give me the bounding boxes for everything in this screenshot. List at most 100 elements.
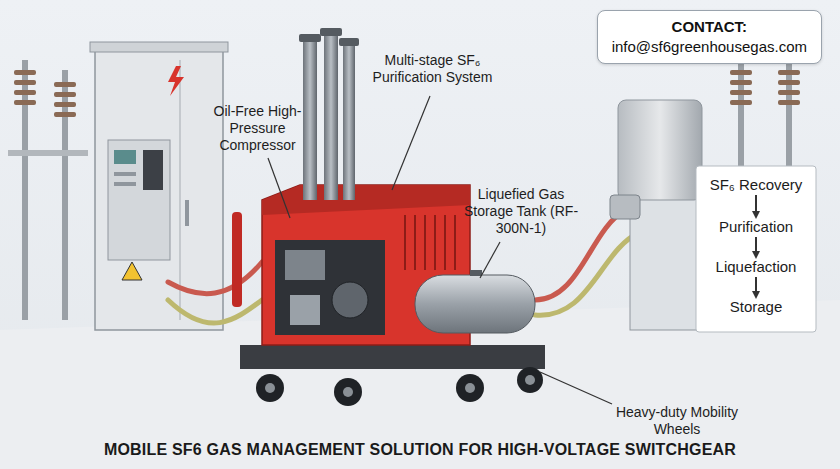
switchgear-part — [738, 60, 744, 170]
mobile-unit-part-part — [424, 215, 426, 270]
callout-label: Multi-stage SF₆ Purification System — [355, 52, 510, 86]
switchgear-part-part — [778, 100, 800, 105]
switchgear-part-part — [778, 70, 800, 75]
process-step: Purification — [696, 218, 816, 236]
mobile-unit-part — [290, 295, 320, 325]
left-insulators-part — [62, 70, 68, 320]
left-insulators-part-part — [54, 112, 76, 117]
hoses-part — [168, 262, 262, 294]
process-step: Liquefaction — [696, 258, 816, 276]
mobile-unit-part-part — [444, 215, 446, 270]
mobile-unit-part — [343, 44, 355, 200]
left-insulators-part-part — [54, 82, 76, 87]
flow-arrow — [755, 195, 757, 217]
node-text: Storage — [696, 298, 816, 316]
left-insulators-part-part — [54, 102, 76, 107]
left-insulators — [8, 60, 88, 320]
node-text: Purification — [696, 218, 816, 236]
left-insulators-part — [14, 70, 76, 117]
mobile-unit-part — [324, 34, 338, 200]
node-text: SF₆ Recovery — [696, 176, 816, 194]
mobile-unit-part-part — [414, 215, 416, 270]
left-insulators-part-part — [14, 80, 36, 85]
leader-lines-part — [268, 158, 290, 218]
mobile-unit-part — [232, 212, 242, 307]
leader-lines-part — [540, 372, 612, 404]
node-text: Liquefaction — [696, 258, 816, 276]
switchgear — [610, 60, 816, 332]
mobile-unit-part — [415, 275, 535, 333]
mobile-unit-part — [320, 28, 342, 36]
left-insulators-part-part — [14, 70, 36, 75]
mobile-unit-part-part — [456, 374, 484, 402]
left-insulators-part — [8, 150, 88, 156]
mobile-unit-part-part — [256, 374, 284, 402]
control-cabinet-part — [180, 60, 181, 320]
switchgear-part-part — [778, 90, 800, 95]
switchgear-part — [610, 195, 640, 219]
callout-label: Oil-Free High-Pressure Compressor — [205, 103, 310, 154]
mobile-unit-part-part — [517, 367, 543, 393]
mobile-unit-part-part — [343, 387, 353, 397]
mobile-unit-part-part — [334, 378, 362, 406]
mobile-unit-part — [262, 185, 470, 215]
switchgear-part-part — [730, 100, 752, 105]
callout-label: Heavy-duty Mobility Wheels — [612, 404, 742, 438]
mobile-unit-part — [256, 367, 543, 406]
contact-box: CONTACT:info@sf6greenhousegas.com — [597, 10, 822, 64]
mobile-unit-part — [240, 345, 545, 369]
control-cabinet-part — [114, 172, 136, 176]
diagram-title: MOBILE SF6 GAS MANAGEMENT SOLUTION FOR H… — [0, 441, 840, 459]
mobile-unit-part-part — [265, 383, 275, 393]
mobile-unit-part-part — [525, 375, 535, 385]
callout-label: Liquefied Gas Storage Tank (RF-300N-1) — [462, 186, 580, 237]
mobile-unit-part — [275, 240, 385, 335]
control-cabinet-part — [90, 42, 228, 52]
switchgear-part-part — [730, 70, 752, 75]
left-insulators-part — [22, 60, 28, 320]
process-step: Storage — [696, 298, 816, 316]
mobile-unit-part — [299, 34, 321, 42]
switchgear-part — [730, 70, 800, 105]
leader-lines-part — [392, 96, 430, 190]
switchgear-part — [618, 100, 702, 200]
control-cabinet-part — [114, 182, 136, 186]
mobile-unit-part — [470, 270, 482, 276]
leader-lines — [268, 96, 612, 404]
control-cabinet-part — [108, 140, 170, 260]
process-step: SF₆ Recovery — [696, 176, 816, 194]
mobile-unit-part-part — [454, 215, 456, 270]
control-cabinet-part — [114, 150, 136, 164]
left-insulators-part-part — [14, 100, 36, 105]
switchgear-part — [696, 166, 816, 332]
mobile-unit-part — [405, 215, 455, 270]
control-cabinet-part — [122, 262, 142, 280]
leader-lines-part — [480, 242, 500, 278]
mobile-unit-part-part — [434, 215, 436, 270]
left-insulators-part-part — [54, 92, 76, 97]
control-cabinet-part — [95, 48, 223, 330]
mobile-unit-part-part — [404, 215, 406, 270]
node-text: CONTACT: — [612, 17, 807, 37]
mobile-unit-part-part — [465, 383, 475, 393]
switchgear-part-part — [730, 80, 752, 85]
mobile-unit-part — [339, 38, 359, 46]
control-cabinet-part — [168, 66, 184, 96]
mobile-unit-part — [303, 40, 317, 200]
switchgear-part-part — [730, 90, 752, 95]
node-text: info@sf6greenhousegas.com — [612, 37, 807, 57]
mobile-unit-part — [332, 282, 368, 318]
control-cabinet — [90, 42, 228, 330]
switchgear-part-part — [778, 80, 800, 85]
mobile-unit-part — [265, 375, 535, 397]
left-insulators-part-part — [14, 90, 36, 95]
switchgear-part — [786, 60, 792, 170]
mobile-unit-part — [285, 250, 325, 280]
hoses-part — [535, 232, 640, 315]
flow-arrow — [755, 237, 757, 257]
hoses-part — [168, 300, 262, 323]
control-cabinet-part — [185, 200, 189, 226]
